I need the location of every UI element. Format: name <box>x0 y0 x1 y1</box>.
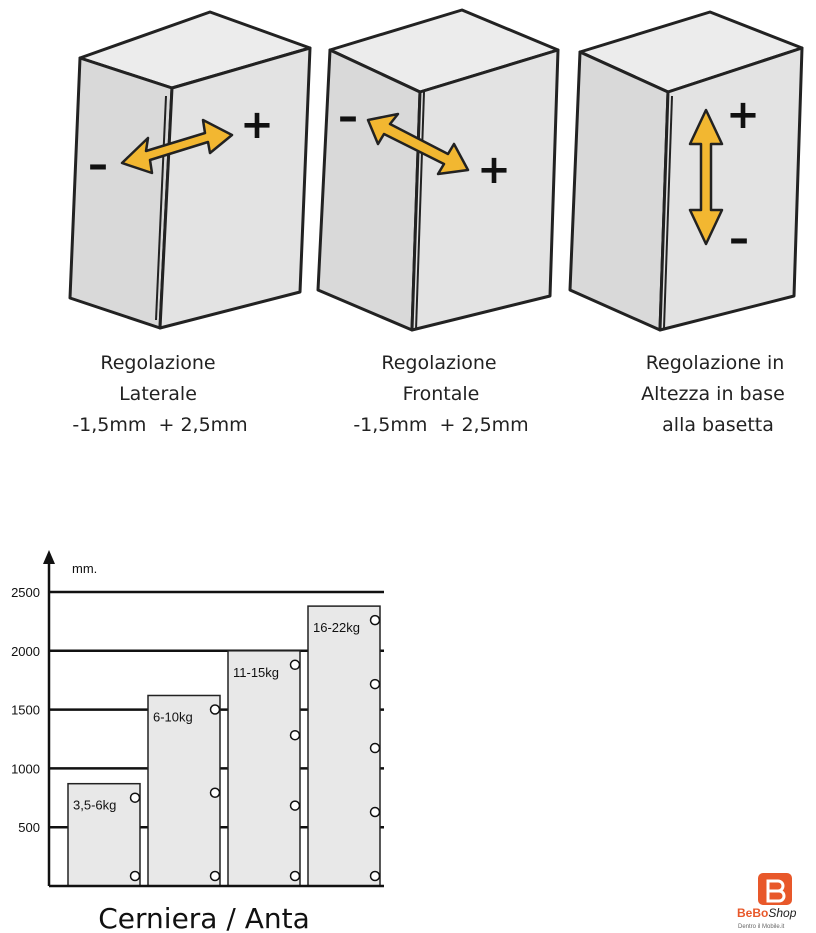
hinge-marker <box>369 678 381 690</box>
caption-frontal: Regolazione Frontale -1,5mm + 2,5mm <box>353 352 528 436</box>
door-bar <box>307 605 381 887</box>
door-bar <box>227 650 301 887</box>
logo-brand: BeBoShop <box>737 906 797 920</box>
chart-footer-title: Cerniera / Anta <box>98 902 310 933</box>
caption-line: Laterale <box>119 383 197 405</box>
caption-line: -1,5mm + 2,5mm <box>353 414 528 436</box>
chart-bars: 3,5-6kg 6-10kg 11-15kg 16-22kg <box>67 605 381 887</box>
double-arrow-icon <box>366 112 470 176</box>
cabinet-lateral <box>68 10 312 330</box>
hinge-marker <box>289 659 301 671</box>
weight-label: 3,5-6kg <box>73 798 116 813</box>
double-arrow-icon <box>120 118 234 175</box>
hinge-marker <box>209 870 221 882</box>
hinge-marker <box>289 800 301 811</box>
hinge-marker <box>209 787 221 798</box>
plus-sign: + <box>726 92 760 138</box>
y-tick-label: 1000 <box>11 761 40 776</box>
minus-sign: – <box>338 94 358 140</box>
caption-lateral: Regolazione Laterale -1,5mm + 2,5mm <box>72 352 247 436</box>
logo-tagline: Dentro il Mobile.it <box>738 924 785 930</box>
y-tick-label: 2500 <box>11 585 40 600</box>
y-tick-label: 500 <box>18 820 40 835</box>
y-tick-label: 1500 <box>11 703 40 718</box>
minus-sign: – <box>88 142 108 188</box>
weight-label: 16-22kg <box>313 620 360 635</box>
bebo-shop-logo: BeBoShop Dentro il Mobile.it <box>737 873 797 930</box>
weight-label: 6-10kg <box>153 709 193 724</box>
hinge-marker <box>289 729 301 741</box>
door-bar <box>67 782 141 887</box>
hinge-marker <box>369 870 381 882</box>
chart-axes <box>43 550 384 888</box>
hinge-marker <box>289 870 301 882</box>
caption-line: Regolazione <box>100 352 215 374</box>
plus-sign: + <box>240 102 274 148</box>
door-bar <box>147 694 221 887</box>
logo-brand-a: BeBo <box>737 906 768 920</box>
caption-line: Frontale <box>403 383 480 405</box>
hinge-chart: 500 1000 1500 2000 2500 3,5-6kg 6-10kg 11-15kg… <box>11 550 384 888</box>
cabinet-frontal <box>316 8 560 332</box>
y-axis-unit-label: mm. <box>72 561 97 576</box>
weight-label: 11-15kg <box>233 665 279 680</box>
caption-line: Regolazione in <box>646 352 785 374</box>
vertical-arrow-icon <box>688 108 724 246</box>
hinge-marker <box>369 806 381 818</box>
y-tick-label: 2000 <box>11 644 40 659</box>
hinge-marker <box>129 870 141 882</box>
caption-line: Altezza in base <box>641 383 785 405</box>
caption-line: Regolazione <box>381 352 496 374</box>
plus-sign: + <box>477 147 511 193</box>
caption-line: -1,5mm + 2,5mm <box>72 414 247 436</box>
logo-b-icon <box>766 879 786 903</box>
logo-brand-b: Shop <box>768 906 796 920</box>
hinge-marker <box>369 742 381 754</box>
hinge-marker <box>129 792 141 803</box>
caption-height: Regolazione in Altezza in base alla base… <box>641 352 785 436</box>
hinge-marker <box>209 704 221 715</box>
cabinet-height <box>568 10 804 332</box>
hinge-marker <box>369 614 381 626</box>
minus-sign: – <box>729 216 749 262</box>
caption-line: alla basetta <box>662 414 774 436</box>
y-axis-arrow-icon <box>43 550 55 564</box>
